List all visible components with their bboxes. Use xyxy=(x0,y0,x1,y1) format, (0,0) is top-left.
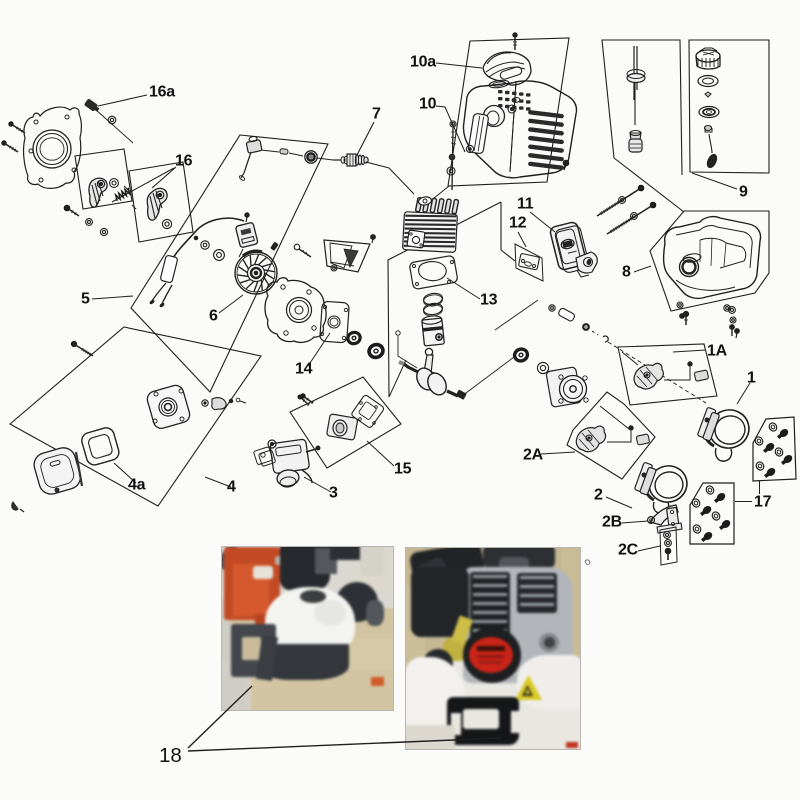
svg-text:16: 16 xyxy=(175,153,193,170)
svg-text:9: 9 xyxy=(739,184,748,201)
svg-text:16a: 16a xyxy=(149,84,175,101)
svg-text:15: 15 xyxy=(394,461,412,478)
svg-text:2A: 2A xyxy=(523,447,544,464)
svg-text:5: 5 xyxy=(81,291,90,308)
svg-text:4a: 4a xyxy=(128,477,146,494)
svg-text:6: 6 xyxy=(209,308,218,325)
svg-text:14: 14 xyxy=(295,361,313,378)
svg-text:8: 8 xyxy=(622,264,631,281)
svg-text:11: 11 xyxy=(517,196,534,213)
svg-text:2C: 2C xyxy=(618,542,639,559)
svg-text:7: 7 xyxy=(372,106,381,123)
svg-text:17: 17 xyxy=(754,494,772,511)
svg-text:12: 12 xyxy=(509,215,527,232)
svg-text:1: 1 xyxy=(747,370,756,387)
svg-text:3: 3 xyxy=(329,485,338,502)
svg-text:13: 13 xyxy=(480,292,498,309)
svg-text:4: 4 xyxy=(227,479,236,496)
svg-text:2: 2 xyxy=(594,487,603,504)
svg-text:10: 10 xyxy=(419,96,437,113)
svg-text:10a: 10a xyxy=(410,54,436,71)
svg-text:1A: 1A xyxy=(707,343,728,360)
svg-text:2B: 2B xyxy=(602,514,622,531)
svg-text:18: 18 xyxy=(159,744,182,767)
